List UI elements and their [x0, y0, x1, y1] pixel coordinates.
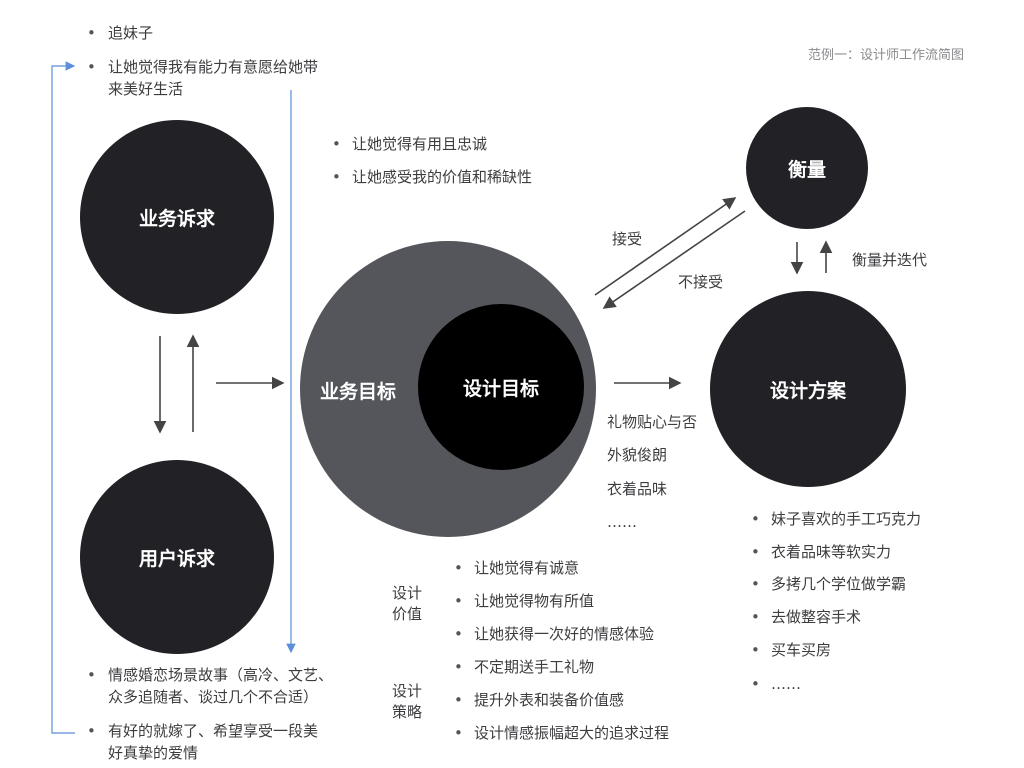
- edge-label-accept: 接受: [612, 230, 643, 248]
- business-demand-label: 业务诉求: [138, 207, 215, 230]
- top-list-item-2: 让她觉得我有能力有意愿给她带: [108, 58, 319, 76]
- edge-label-iterate: 衡量并迭代: [852, 251, 928, 269]
- bottom-left-item-2-cont: 好真挚的爱情: [108, 744, 199, 762]
- bullet-dot: •: [751, 641, 760, 659]
- design-strategy-label-1: 设计: [392, 682, 423, 700]
- bullet-dot: •: [332, 135, 341, 153]
- bullet-dot: •: [87, 58, 96, 76]
- arrow-accept: [594, 197, 737, 296]
- bullet-dot: •: [87, 666, 96, 684]
- user-demand-label: 用户诉求: [138, 547, 215, 570]
- design-goal-label: 设计目标: [462, 377, 539, 400]
- solution-item-2: 衣着品味等软实力: [771, 543, 892, 561]
- bullet-dot: •: [454, 592, 463, 610]
- left-bracket-line: [51, 61, 76, 734]
- design-value-label-2: 价值: [392, 605, 423, 623]
- design-strategy-item-3: 设计情感振幅超大的追求过程: [474, 724, 670, 742]
- design-strategy-label-2: 策略: [392, 703, 423, 721]
- mid-list-item-2: 让她感受我的价值和稀缺性: [352, 168, 533, 186]
- bullet-dot: •: [454, 625, 463, 643]
- business-demand-node: 业务诉求: [80, 120, 274, 314]
- bullet-dot: •: [87, 722, 96, 740]
- design-solution-label: 设计方案: [769, 379, 846, 402]
- design-goal-item-2: 外貌俊朗: [607, 446, 668, 464]
- solution-item-3: 多拷几个学位做学霸: [771, 575, 907, 593]
- bullet-dot: •: [751, 543, 760, 561]
- bullet-dot: •: [751, 510, 760, 528]
- bottom-left-item-2: 有好的就嫁了、希望享受一段美: [108, 722, 319, 740]
- top-list-item-1: 追妹子: [108, 24, 154, 42]
- design-value-item-1: 让她觉得有诚意: [474, 559, 580, 577]
- diagram-caption: 范例一：设计师工作流简图: [808, 48, 965, 63]
- design-value-label-1: 设计: [392, 584, 423, 602]
- measure-label: 衡量: [787, 158, 826, 181]
- solution-item-4: 去做整容手术: [771, 608, 862, 626]
- bullet-dot: •: [454, 658, 463, 676]
- bullet-dot: •: [332, 168, 341, 186]
- bullet-dot: •: [751, 608, 760, 626]
- bullet-dot: •: [87, 24, 96, 42]
- mid-list-item-1: 让她觉得有用且忠诚: [352, 135, 488, 153]
- arrow-reject: [602, 210, 746, 309]
- bottom-left-item-1: 情感婚恋场景故事（高冷、文艺、: [108, 666, 334, 684]
- bullet-dot: •: [751, 575, 760, 593]
- bottom-left-item-1-cont: 众多追随者、谈过几个不合适）: [108, 688, 319, 706]
- design-goal-item-1: 礼物贴心与否: [607, 413, 698, 431]
- bullet-dot: •: [454, 691, 463, 709]
- design-solution-node: 设计方案: [710, 291, 906, 487]
- edge-label-reject: 不接受: [678, 273, 724, 291]
- business-goal-label: 业务目标: [320, 381, 397, 403]
- design-value-item-3: 让她获得一次好的情感体验: [474, 625, 655, 643]
- user-demand-node: 用户诉求: [80, 460, 274, 654]
- bullet-dot: •: [751, 675, 760, 693]
- solution-item-5: 买车买房: [771, 641, 832, 659]
- solution-item-6: ……: [771, 675, 801, 693]
- design-strategy-item-1: 不定期送手工礼物: [474, 658, 595, 676]
- solution-item-1: 妹子喜欢的手工巧克力: [771, 510, 922, 528]
- measure-node: 衡量: [746, 107, 868, 229]
- top-list-item-2-cont: 来美好生活: [108, 80, 184, 98]
- design-goal-item-3: 衣着品味: [607, 480, 668, 498]
- design-strategy-item-2: 提升外表和装备价值感: [474, 691, 625, 709]
- design-value-item-2: 让她觉得物有所值: [474, 592, 595, 610]
- bullet-dot: •: [454, 559, 463, 577]
- design-goal-item-4: ……: [607, 513, 637, 531]
- bullet-dot: •: [454, 724, 463, 742]
- design-goal-node: 设计目标: [418, 304, 584, 470]
